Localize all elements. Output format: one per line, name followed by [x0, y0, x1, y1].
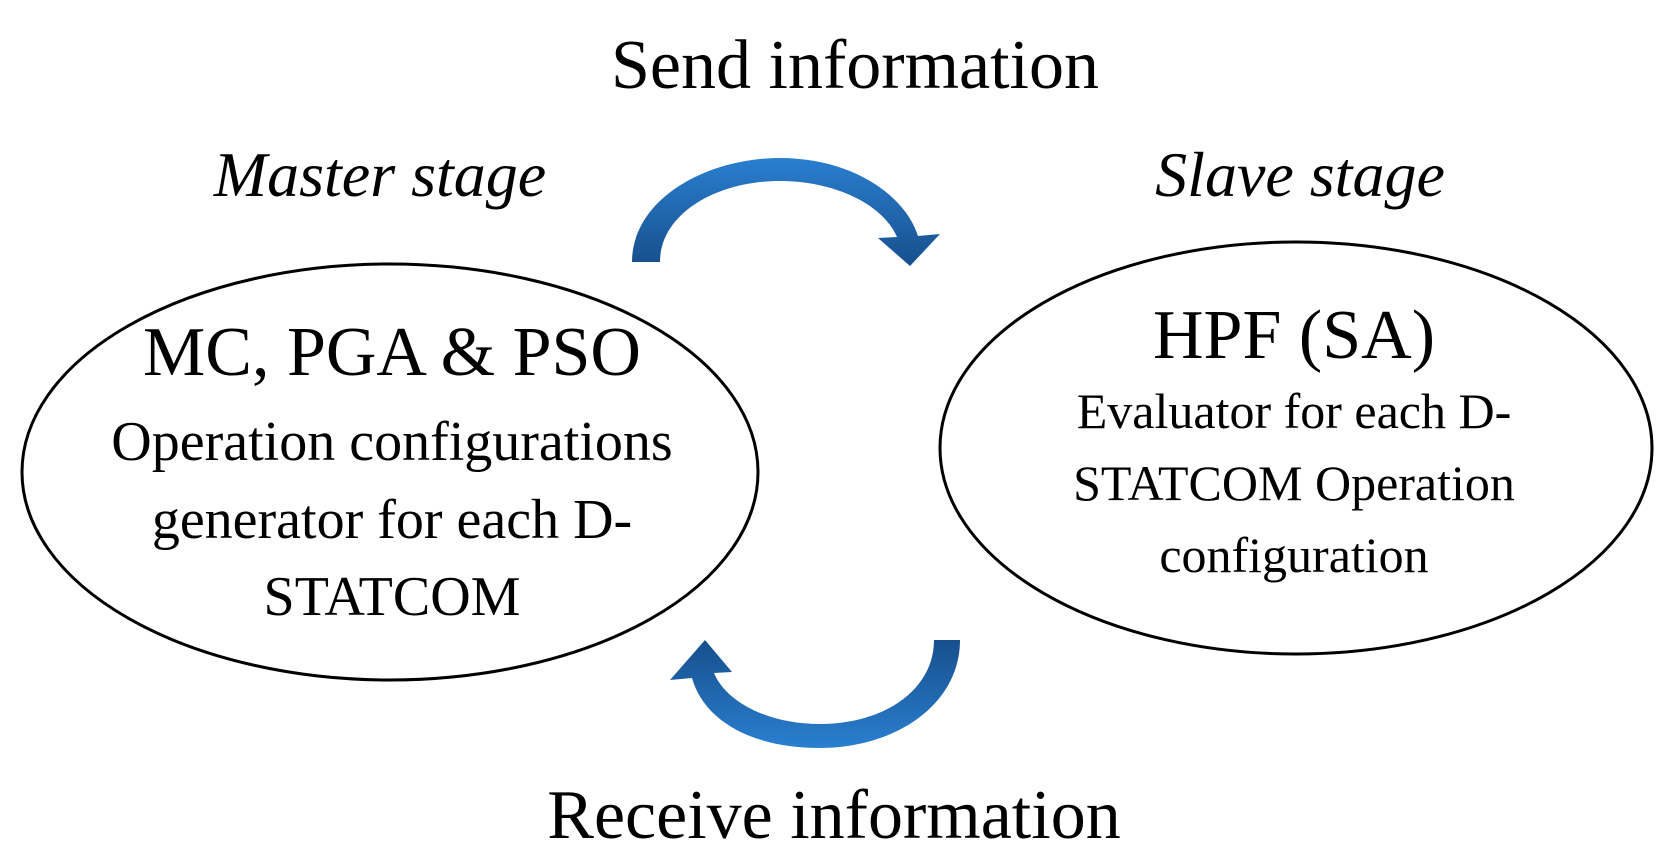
send-arrow-icon [632, 158, 940, 266]
receive-arrow-icon [670, 640, 960, 748]
slave-line-2: STATCOM Operation [1073, 455, 1515, 511]
slave-ellipse [938, 240, 1654, 656]
master-node: MC, PGA & PSO Operation configurations g… [20, 262, 760, 682]
slave-line-1: Evaluator for each D- [1077, 383, 1512, 439]
master-ellipse [20, 262, 760, 682]
master-title: MC, PGA & PSO [143, 314, 641, 391]
slave-node: HPF (SA) Evaluator for each D- STATCOM O… [938, 240, 1654, 656]
master-stage-label: Master stage [213, 139, 546, 210]
receive-information-label: Receive information [547, 777, 1120, 854]
master-line-3: STATCOM [264, 566, 521, 628]
master-line-2: generator for each D- [152, 489, 632, 551]
send-information-label: Send information [611, 27, 1099, 104]
slave-stage-label: Slave stage [1155, 139, 1445, 210]
slave-line-3: configuration [1159, 527, 1428, 583]
master-line-1: Operation configurations [111, 411, 672, 473]
slave-title: HPF (SA) [1153, 297, 1435, 374]
